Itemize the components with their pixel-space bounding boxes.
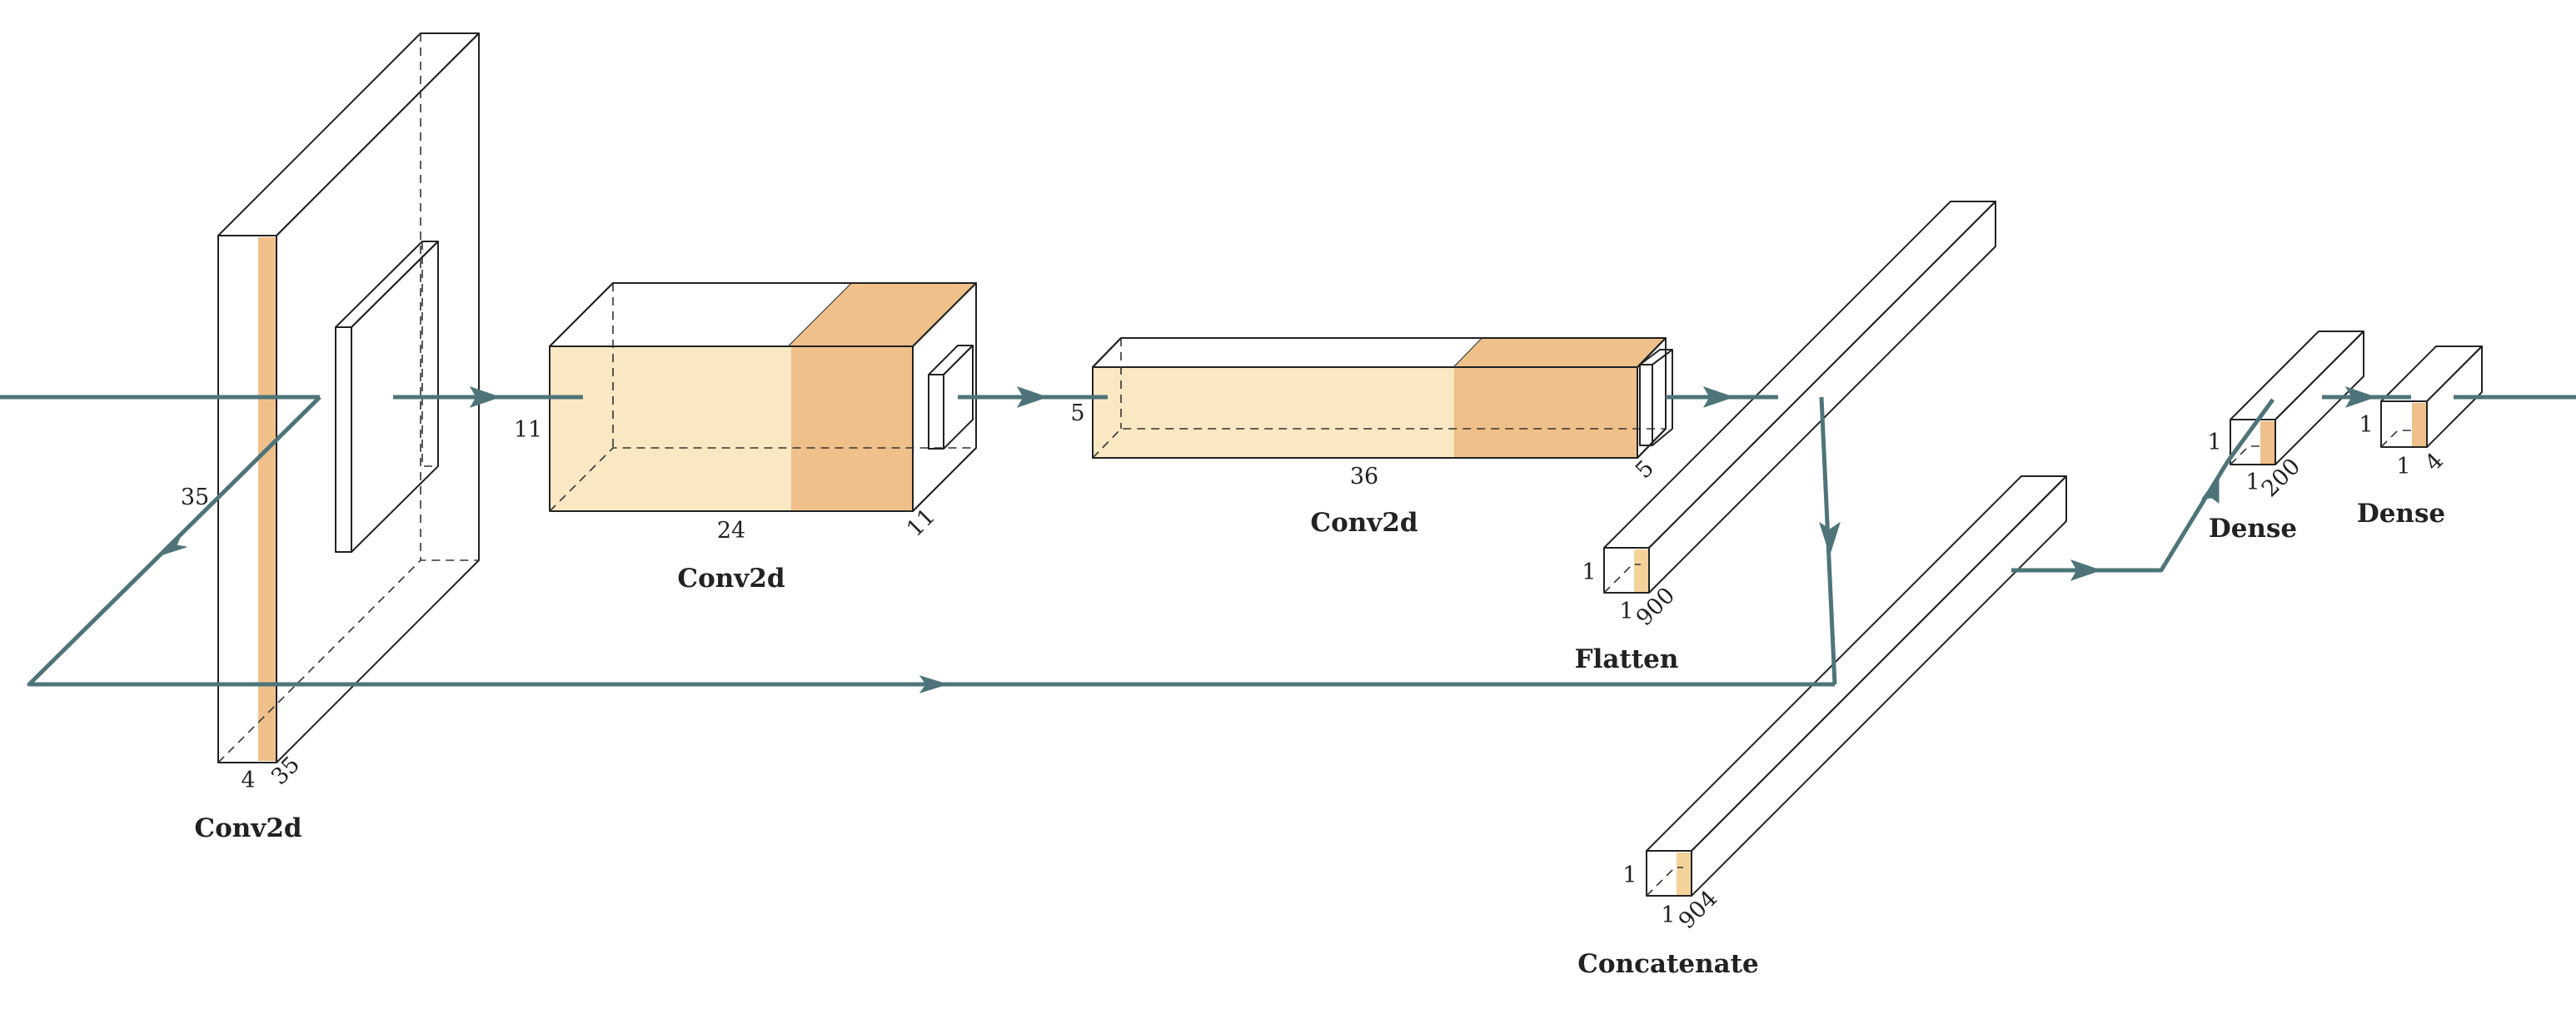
conv2-kernel-front	[928, 374, 944, 450]
conv1-top-face	[217, 32, 480, 236]
concat-dim-width: 1	[1661, 902, 1675, 928]
dense2-front-face	[2380, 400, 2428, 448]
conv3-caption: Conv2d	[1310, 508, 1418, 538]
conv1-front-shade	[258, 237, 276, 761]
arrow-concat-dense1-a	[2070, 559, 2102, 581]
conv1-dim-height: 35	[181, 485, 209, 510]
dense1-caption: Dense	[2209, 514, 2297, 544]
skip-arrow-head-2	[919, 675, 949, 693]
dense1-dim-width: 1	[2245, 470, 2260, 495]
dense1-front-face	[2230, 419, 2276, 465]
conv1-hidden-edges	[217, 559, 479, 763]
conv2-top-dark	[789, 283, 976, 346]
concat-caption: Concatenate	[1577, 949, 1759, 979]
conv2-block	[549, 282, 977, 512]
dense2-caption: Dense	[2357, 499, 2445, 529]
conv2-caption: Conv2d	[677, 564, 785, 594]
conv3-front-dark	[1454, 367, 1637, 458]
dense1-dim-height: 1	[2207, 430, 2221, 455]
conv3-dim-height: 5	[1070, 400, 1084, 426]
dense2-top-face	[2380, 345, 2483, 402]
conv3-top-light	[1092, 337, 1483, 368]
concat-front-face	[1646, 850, 1692, 897]
conv1-dim-width: 4	[241, 768, 255, 793]
conv2-kernel-top	[928, 345, 974, 375]
dimension-labels: 35 4 35 11 24 11 5 36 5 1 1 900 1 1 904 …	[181, 400, 2449, 934]
conv2-dim-width: 24	[717, 518, 745, 544]
flatten-block	[1603, 201, 1996, 594]
arrow-dense1-dense2	[2344, 386, 2377, 408]
dense1-top-face	[2230, 331, 2364, 420]
concat-dim-height: 1	[1622, 862, 1637, 888]
conv3-top-dark	[1454, 338, 1666, 367]
arrow-conv1-conv2	[469, 386, 501, 408]
concat-block	[1646, 475, 2067, 897]
arrow-conv3-flatten	[1702, 386, 1735, 408]
arrow-concat-dense1-b	[2200, 475, 2220, 504]
flatten-front-face	[1603, 547, 1650, 594]
skip-arrow-head-1	[162, 533, 187, 556]
conv2-front-light	[550, 346, 791, 511]
conv3-block	[1092, 337, 1673, 459]
flatten-caption: Flatten	[1575, 644, 1679, 674]
layer-captions: Conv2d Conv2d Conv2d Flatten Concatenate…	[194, 499, 2445, 979]
conv3-dim-width: 36	[1350, 464, 1378, 490]
conv3-front-light	[1093, 367, 1454, 458]
flatten-top-face	[1603, 201, 1996, 549]
dense2-dim-height: 1	[2359, 412, 2373, 438]
dense2-dim-width: 1	[2396, 454, 2410, 480]
conv1-caption: Conv2d	[194, 813, 301, 843]
conv2-dim-height: 11	[514, 417, 542, 443]
conv3-dim-depth: 5	[1631, 455, 1659, 484]
dense2-block	[2380, 345, 2483, 448]
concat-to-dense1	[2011, 398, 2275, 573]
flatten-dim-height: 1	[1582, 559, 1596, 585]
conv1-kernel-front	[335, 326, 352, 553]
arrow-conv2-conv3	[1016, 386, 1049, 408]
connectors	[0, 386, 2576, 693]
conv2-front-dark	[791, 346, 913, 511]
arrow-flatten-concat	[1819, 521, 1841, 556]
skip-connection	[27, 395, 1835, 687]
conv3-kernel-front	[1639, 364, 1653, 446]
flatten-dim-width: 1	[1619, 599, 1633, 624]
dense2-dim-depth: 4	[2420, 448, 2449, 476]
